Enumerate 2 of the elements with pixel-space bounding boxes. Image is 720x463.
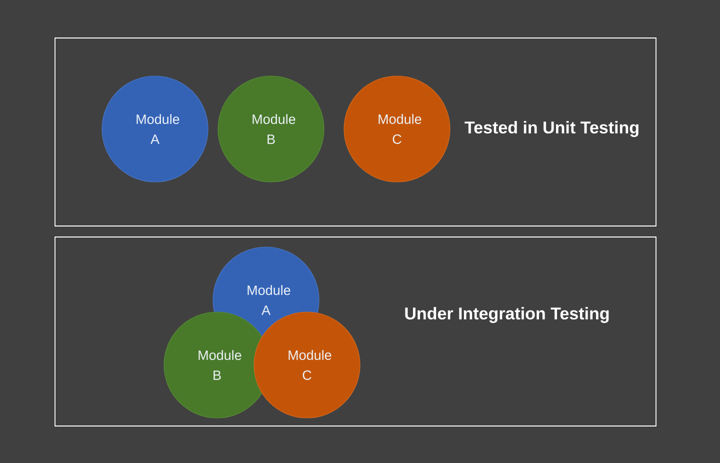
- panel-heading: Tested in Unit Testing: [464, 121, 638, 137]
- panel-heading: Under Integration Testing: [405, 307, 609, 323]
